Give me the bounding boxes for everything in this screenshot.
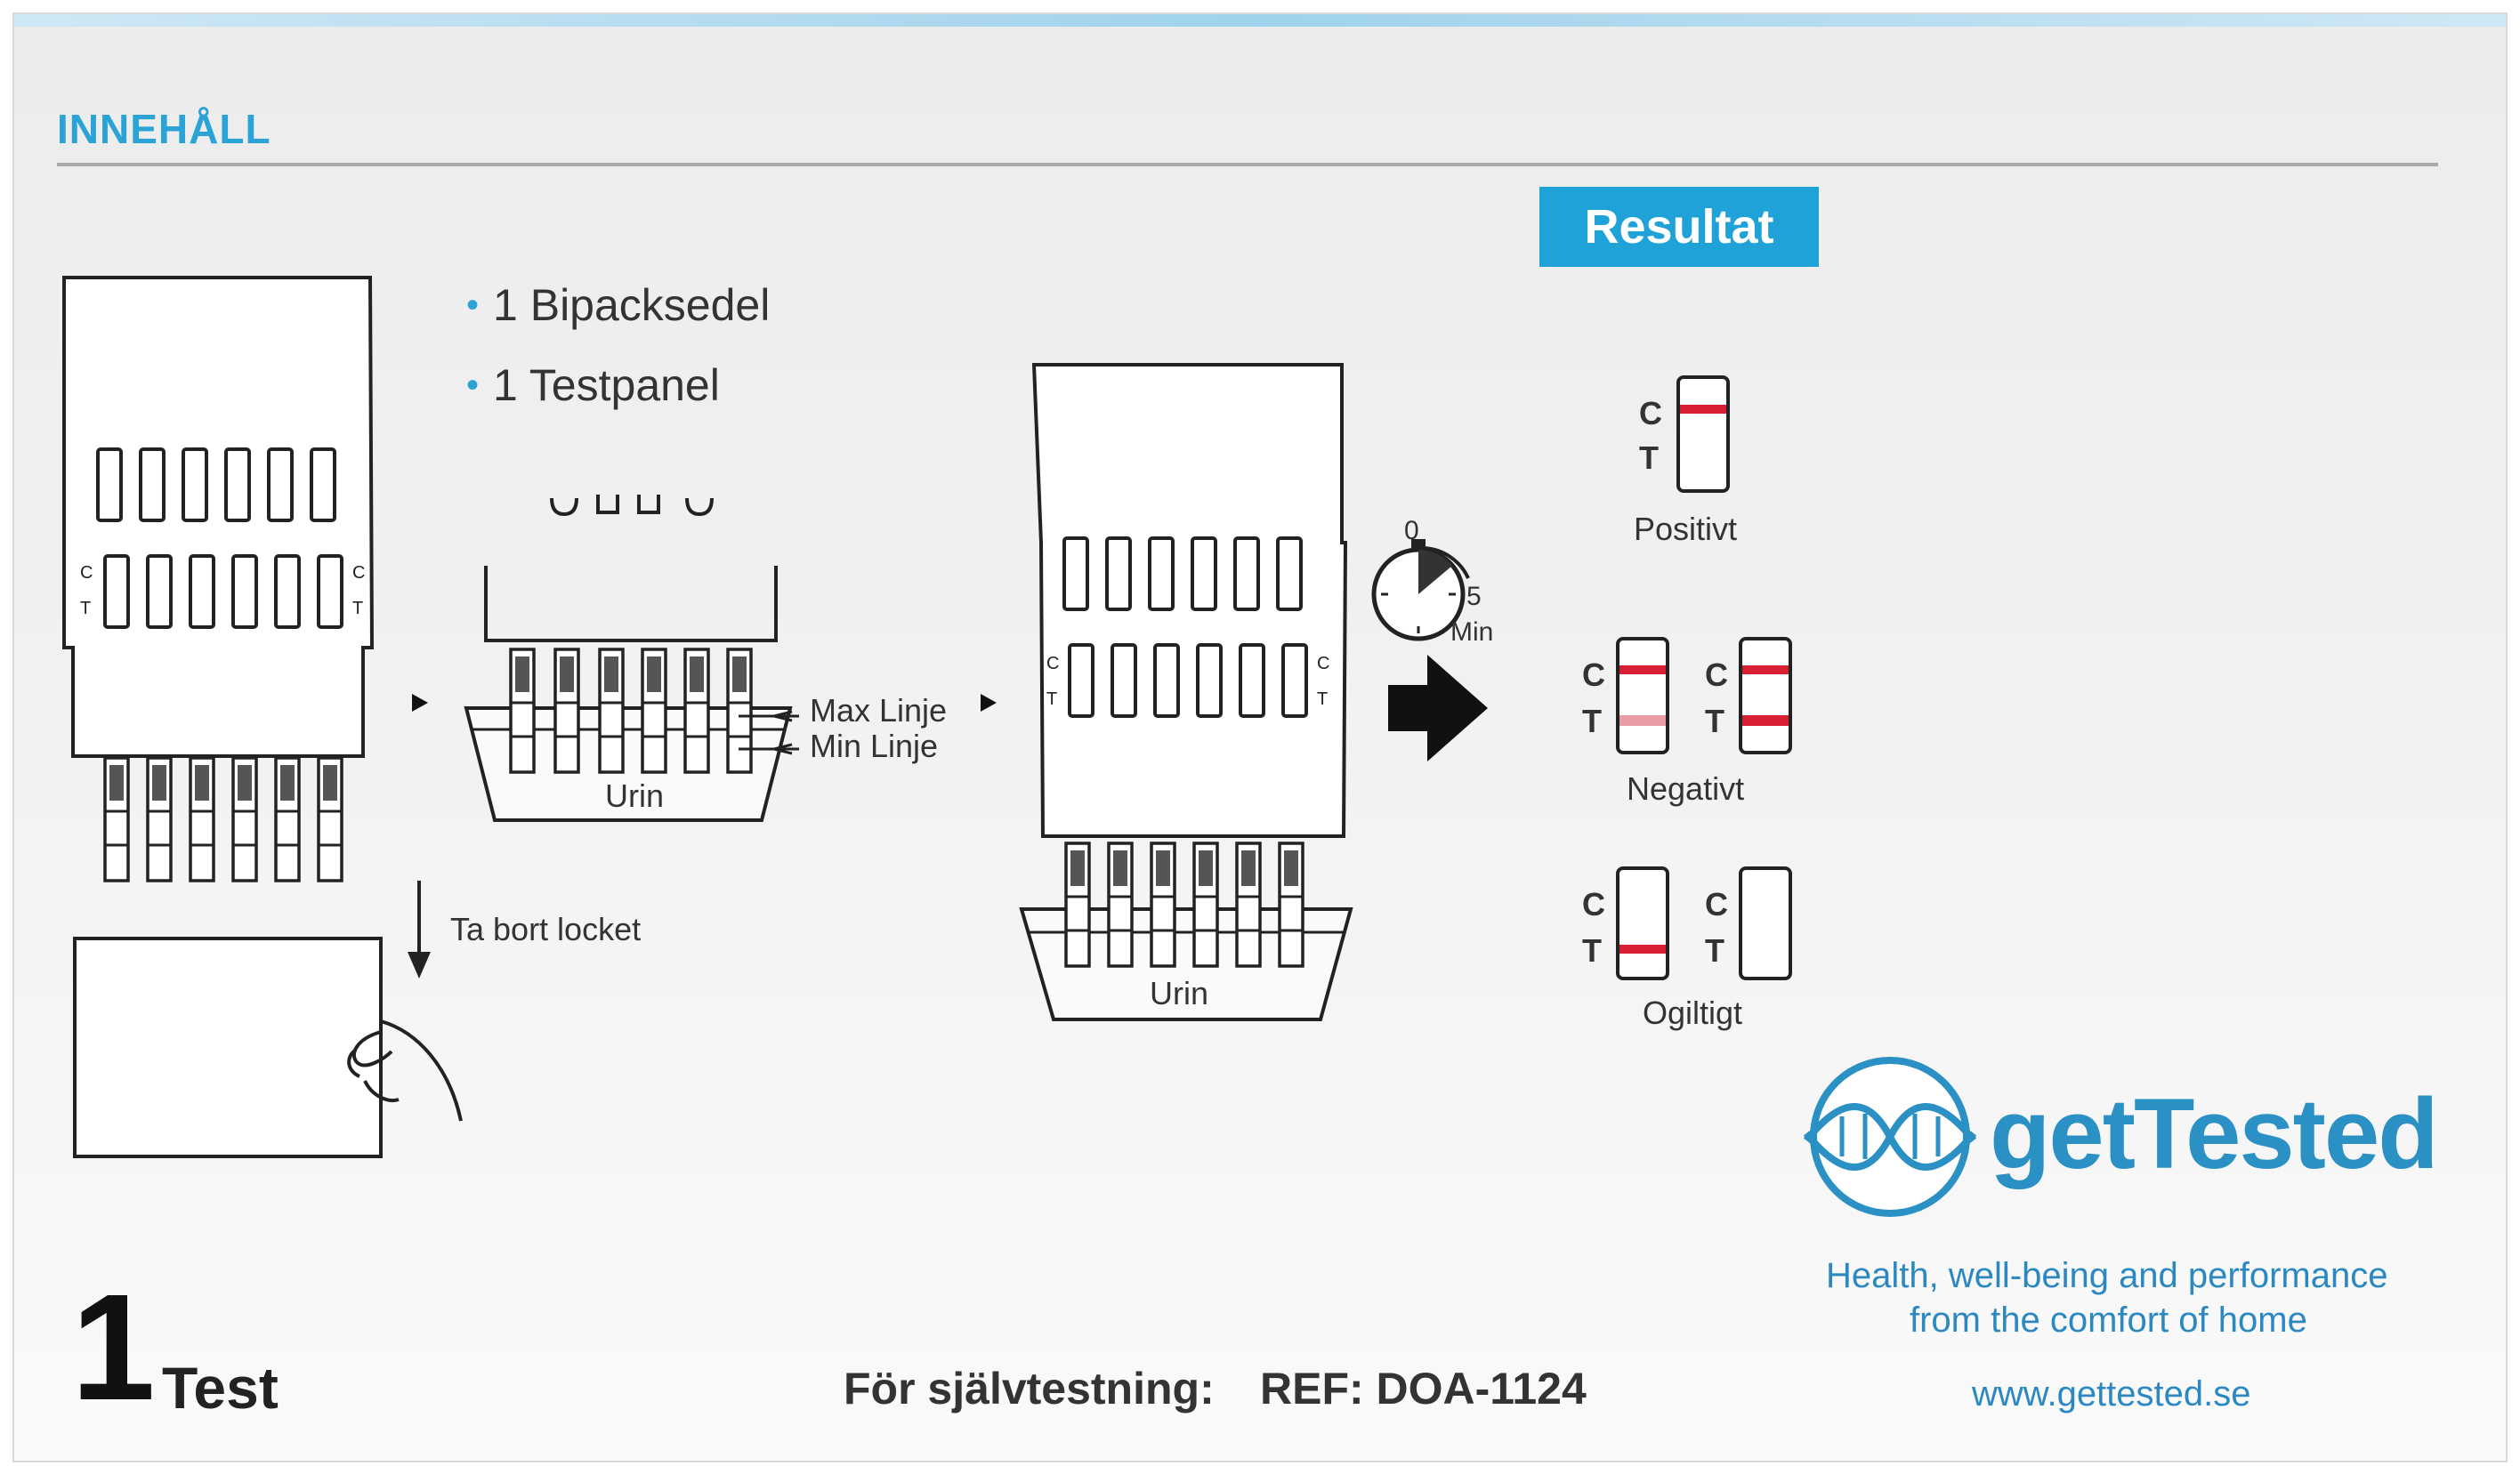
svg-text:T: T (1046, 689, 1057, 709)
brand-tagline-1: Health, well-being and performance (1826, 1256, 2388, 1295)
ct-t-negative-1: T (1582, 703, 1602, 739)
svg-text:T: T (80, 599, 91, 618)
test-panel-drawing-2: C T C T (1019, 363, 1353, 1021)
ct-c-negative-1: C (1582, 656, 1605, 693)
ct-t-positive: T (1639, 439, 1659, 476)
result-positive-label: Positivt (1634, 511, 1738, 547)
remove-cap-label: Ta bort locket (450, 911, 642, 947)
svg-text:T: T (1317, 689, 1328, 709)
dipping-drawing (464, 495, 799, 822)
ct-t-invalid-1: T (1582, 932, 1602, 969)
result-positive-strip (1676, 375, 1730, 493)
result-invalid-strip-1 (1616, 866, 1669, 980)
ct-c-invalid-2: C (1705, 886, 1728, 922)
heading-divider (57, 163, 2438, 166)
svg-text:T: T (352, 599, 363, 618)
result-invalid-label: Ogiltigt (1643, 995, 1743, 1031)
result-invalid-strip-2 (1739, 866, 1792, 980)
test-count-unit: Test (162, 1355, 279, 1421)
top-color-band (14, 14, 2506, 27)
timer-unit-label: Min (1450, 617, 1494, 647)
min-line-label: Min Linje (810, 728, 939, 764)
test-panel-drawing-1: C T C T (62, 276, 375, 882)
urine-label-1: Urin (605, 777, 665, 814)
result-negative-strip-1 (1616, 637, 1669, 754)
svg-text:C: C (80, 563, 93, 583)
gettested-logo-icon (1803, 1057, 1977, 1217)
svg-text:C: C (352, 563, 365, 583)
big-arrow-icon (1388, 655, 1488, 761)
max-line-label: Max Linje (810, 692, 948, 729)
result-heading-badge: Resultat (1539, 187, 1819, 267)
brand-url: www.gettested.se (1972, 1374, 2251, 1414)
urine-label-2: Urin (1150, 975, 1209, 1011)
timer-end-label: 5 (1466, 582, 1482, 611)
section-heading: INNEHÅLL (57, 106, 271, 152)
self-test-label: För självtestning: (844, 1364, 1215, 1414)
test-count: 1 (71, 1263, 156, 1432)
ct-c-negative-2: C (1705, 656, 1728, 693)
svg-text:C: C (1317, 654, 1329, 673)
result-negative-strip-2 (1739, 637, 1792, 754)
ct-t-negative-2: T (1705, 703, 1724, 739)
ct-c-invalid-1: C (1582, 886, 1605, 922)
contents-item-leaflet: 1 Bipacksedel (466, 279, 770, 331)
contents-item-panel: 1 Testpanel (466, 359, 720, 411)
ct-c-positive: C (1639, 395, 1662, 431)
remove-cap-drawing (73, 881, 463, 1158)
timer-start-label: 0 (1404, 516, 1419, 545)
brand-tagline-2: from the comfort of home (1910, 1301, 2307, 1340)
timer-icon (1371, 539, 1470, 641)
ct-t-invalid-2: T (1705, 932, 1724, 969)
brand-name: getTested (1990, 1078, 2439, 1189)
svg-text:C: C (1046, 654, 1059, 673)
result-negative-label: Negativt (1627, 770, 1745, 807)
ref-code: REF: DOA-1124 (1260, 1364, 1587, 1414)
